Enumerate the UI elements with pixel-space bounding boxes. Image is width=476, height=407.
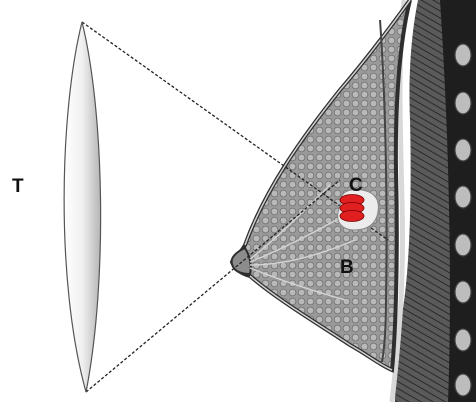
transducer-lens: [64, 22, 101, 392]
nipple: [232, 248, 251, 274]
lesion-cluster: [340, 195, 364, 222]
chest-wall: [392, 0, 476, 402]
lesion-label: C: [349, 176, 363, 195]
breast-tissue: [232, 0, 410, 370]
breast-tissue-label: B: [340, 258, 354, 277]
transducer-label: T: [12, 177, 24, 196]
